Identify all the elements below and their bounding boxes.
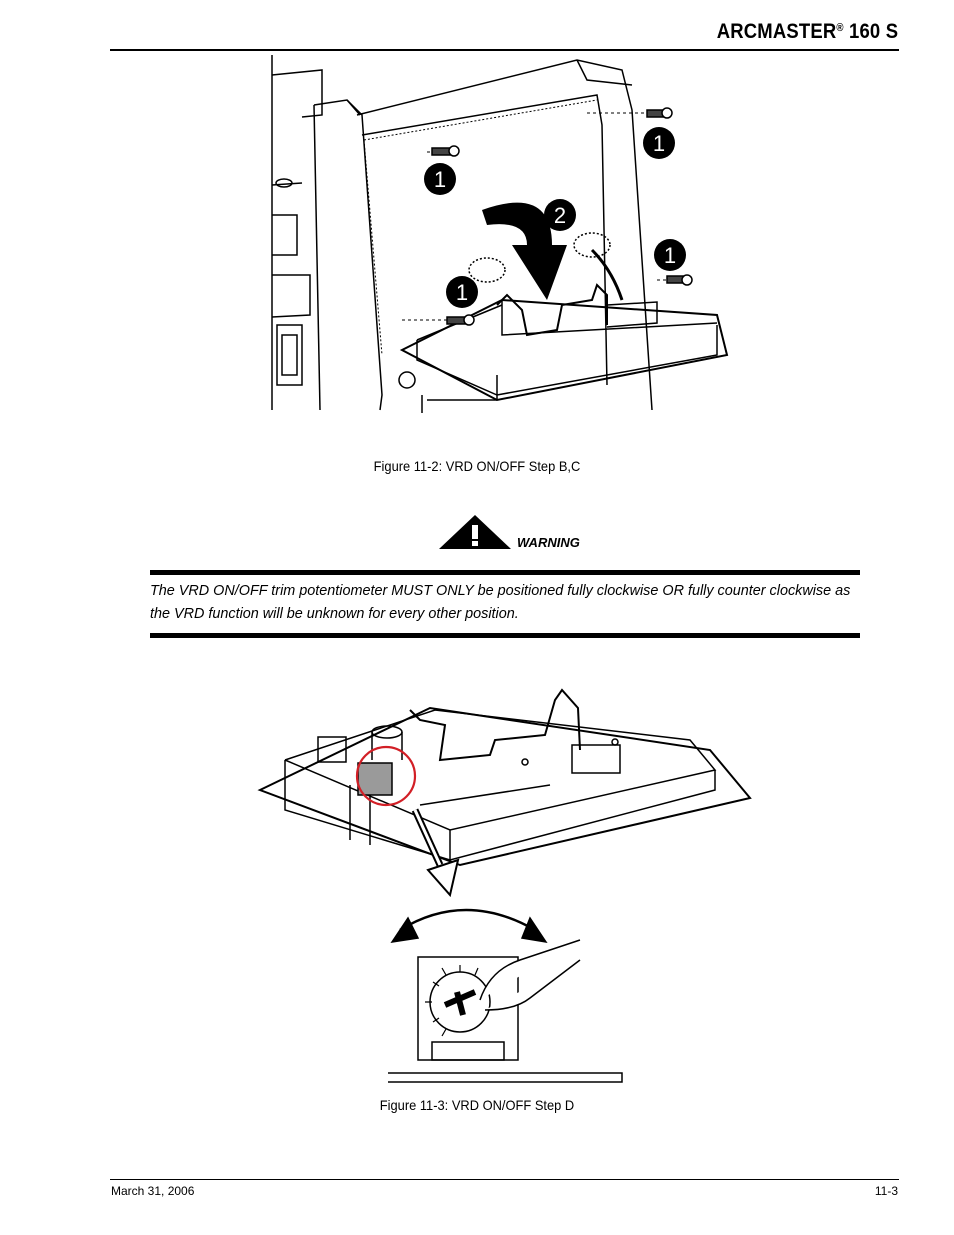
warning-text: The VRD ON/OFF trim potentiometer MUST O… (150, 583, 851, 622)
svg-text:1: 1 (664, 243, 676, 268)
figure-vrd-step-bc: 1 1 1 1 2 (271, 55, 729, 413)
figure-vrd-step-d (257, 688, 752, 1083)
figure1-caption: Figure 11-2: VRD ON/OFF Step B,C (373, 458, 581, 474)
figure2-caption: Figure 11-3: VRD ON/OFF Step D (379, 1097, 575, 1113)
footer-divider (110, 1179, 899, 1180)
manual-title: ARCMASTER® 160 S (716, 20, 898, 43)
svg-text:1: 1 (434, 167, 446, 192)
header-divider (110, 49, 899, 51)
warning-label: WARNING (517, 535, 580, 550)
svg-text:1: 1 (456, 280, 468, 305)
svg-text:2: 2 (554, 203, 566, 228)
page-number: 11-3 (874, 1184, 898, 1198)
warning-rule-top (150, 570, 860, 575)
svg-text:1: 1 (653, 131, 665, 156)
footer-date: March 31, 2006 (111, 1184, 195, 1198)
warning-rule-bottom (150, 633, 860, 638)
warning-triangle-icon (439, 515, 511, 549)
